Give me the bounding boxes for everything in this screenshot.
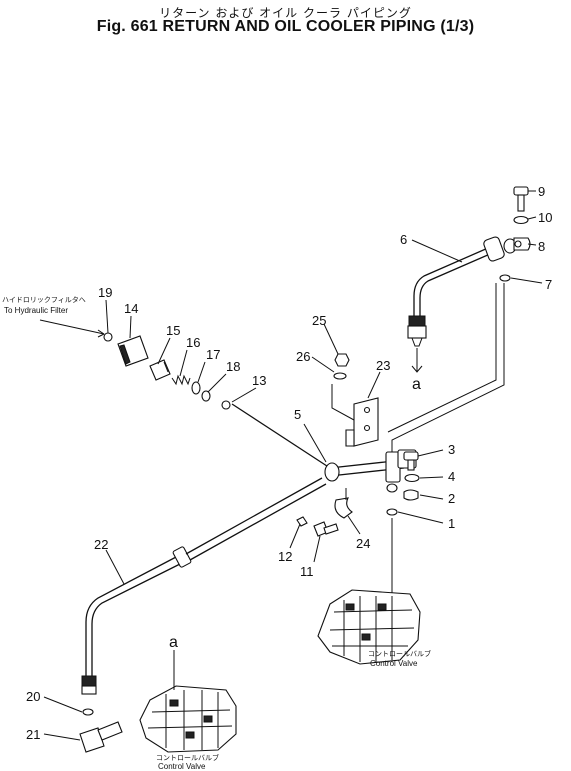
callout-3: 3 <box>448 442 455 457</box>
clamp-2 <box>403 489 419 501</box>
bracket-23 <box>331 384 379 447</box>
callout-16: 16 <box>186 335 200 350</box>
washer-17 <box>191 381 201 395</box>
callout-7: 7 <box>545 277 552 292</box>
callout-17: 17 <box>206 347 220 362</box>
elbow-8 <box>513 237 531 251</box>
pipe-6 <box>407 236 517 347</box>
callout-10: 10 <box>538 210 552 225</box>
callout-11: 11 <box>300 564 314 579</box>
bolt-11 <box>313 521 339 537</box>
clamp-24 <box>334 488 353 519</box>
callout-9: 9 <box>538 184 545 199</box>
reference-a-top: a <box>412 376 421 393</box>
callout-2: 2 <box>448 491 455 506</box>
callout-22: 22 <box>94 537 108 552</box>
control-valve-lower-label: Control Valve <box>158 762 206 771</box>
leader-lines <box>43 190 543 741</box>
block-14 <box>117 335 149 367</box>
control-valve-upper-label-jp: コントロールバルブ <box>368 649 431 658</box>
callout-24: 24 <box>356 536 370 551</box>
callout-numbers: 1 2 3 4 5 6 7 8 9 10 11 12 13 14 15 16 1… <box>26 184 552 742</box>
spring-16 <box>171 374 191 386</box>
reference-a-bottom: a <box>169 634 178 651</box>
control-valve-upper <box>317 589 421 665</box>
callout-1: 1 <box>448 516 455 531</box>
bolt-3 <box>403 451 419 471</box>
callout-18: 18 <box>226 359 240 374</box>
pipe-22 <box>81 477 327 695</box>
plug-18 <box>201 390 211 402</box>
washer-26 <box>333 372 347 380</box>
callout-4: 4 <box>448 469 455 484</box>
o-ring-7 <box>499 274 511 282</box>
hydraulic-filter-note: To Hydraulic Filter <box>4 306 68 315</box>
callout-12: 12 <box>278 549 292 564</box>
elbow-21 <box>79 721 123 753</box>
callout-19: 19 <box>98 285 112 300</box>
callout-15: 15 <box>166 323 180 338</box>
o-ring-1 <box>386 508 398 516</box>
callout-6: 6 <box>400 232 407 247</box>
callout-20: 20 <box>26 689 40 704</box>
control-valve-upper-label: Control Valve <box>370 659 418 668</box>
washer-10 <box>513 215 529 225</box>
tube-5 <box>231 403 417 493</box>
callout-14: 14 <box>124 301 138 316</box>
callout-21: 21 <box>26 727 40 742</box>
valve-15 <box>149 359 171 381</box>
control-valve-lower <box>139 650 237 753</box>
callout-26: 26 <box>296 349 310 364</box>
control-valve-lower-label-jp: コントロールバルブ <box>156 753 219 762</box>
callout-25: 25 <box>312 313 326 328</box>
o-ring-20 <box>82 708 94 716</box>
nut-25 <box>334 353 350 367</box>
callout-23: 23 <box>376 358 390 373</box>
o-ring-13 <box>221 400 231 410</box>
diagram-title-japanese: リターン および オイル クーラ パイピング <box>159 6 412 20</box>
washer-4 <box>404 473 420 483</box>
hydraulic-filter-note-jp: ハイドロリックフィルタへ <box>2 295 86 304</box>
callout-8: 8 <box>538 239 545 254</box>
o-ring-19 <box>103 332 113 342</box>
callout-5: 5 <box>294 407 301 422</box>
bolt-9 <box>513 186 529 212</box>
callout-13: 13 <box>252 373 266 388</box>
washer-12 <box>296 516 308 527</box>
diagram-title: Fig. 661 RETURN AND OIL COOLER PIPING (1… <box>96 18 475 35</box>
